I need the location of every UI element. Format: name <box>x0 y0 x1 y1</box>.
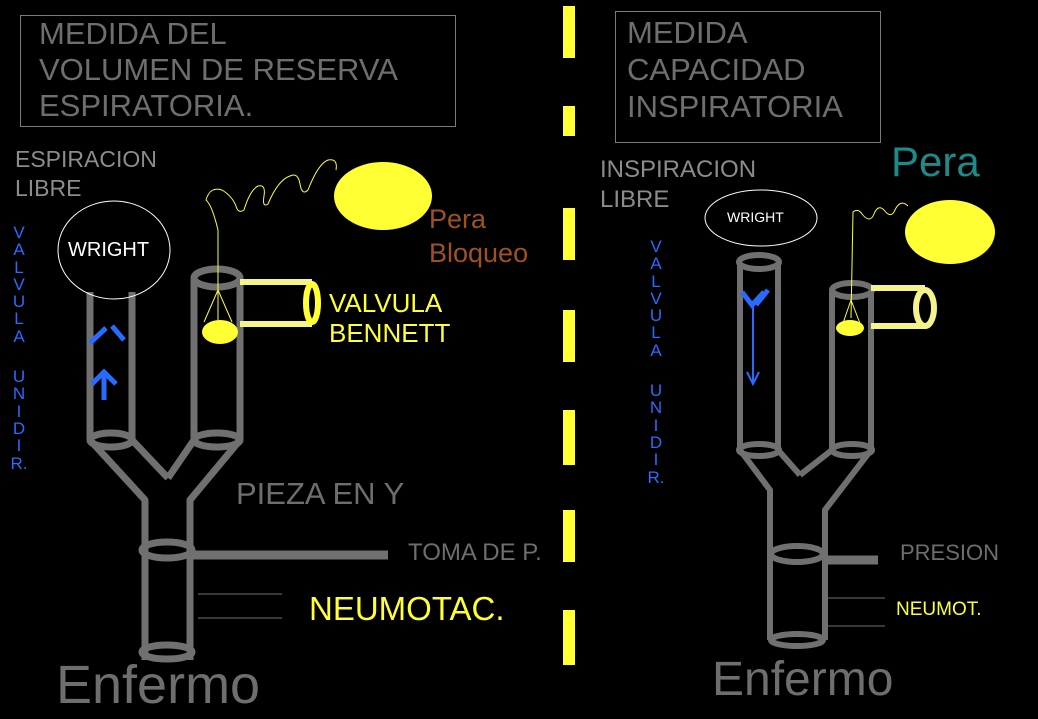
left-pera-line-2: Bloqueo <box>429 238 529 268</box>
left-vletter: R. <box>10 453 28 473</box>
right-inspiracion-line-1: INSPIRACION <box>600 156 757 183</box>
right-vletter: A <box>650 254 662 274</box>
left-vletter: L <box>14 309 24 329</box>
left-y-piece <box>86 265 244 663</box>
center-dashed-divider <box>563 6 575 665</box>
left-title-line-2: VOLUMEN DE RESERVA <box>39 52 398 87</box>
left-wright-meter-circle <box>57 200 171 300</box>
right-vletter: D <box>649 432 663 452</box>
left-title-line-1: MEDIDA DEL <box>39 16 227 51</box>
right-title-line-2: CAPACIDAD <box>627 52 806 87</box>
left-vletter: A <box>13 326 25 346</box>
right-y-piece <box>736 252 875 649</box>
right-wright-label: WRIGHT <box>727 209 784 225</box>
left-valvula-unidir-vertical: V A L V U L A U N I D I R. <box>10 224 28 472</box>
right-vletter: A <box>650 340 662 360</box>
left-espiracion-line-2: LIBRE <box>15 175 82 201</box>
left-enfermo-label: Enfermo <box>56 655 261 715</box>
left-pieza-label: PIEZA EN Y <box>236 476 405 511</box>
left-vletter: V <box>13 223 25 242</box>
left-neumotac-lines <box>198 593 282 619</box>
left-pera-bloqueo <box>202 159 432 344</box>
right-vletter: V <box>650 288 662 308</box>
left-wright-label: WRIGHT <box>68 239 150 261</box>
left-vletter: V <box>13 274 25 294</box>
right-title-line-3: INSPIRATORIA <box>627 89 843 124</box>
right-neumot-label: NEUMOT. <box>896 599 982 620</box>
right-pera <box>836 200 995 336</box>
right-vletter: I <box>653 415 659 435</box>
right-vletter: N <box>649 398 663 418</box>
right-neumot-lines <box>822 597 885 627</box>
left-toma-label: TOMA DE P. <box>408 539 542 566</box>
right-vletter: L <box>651 323 661 343</box>
left-valvula-line-2: BENNETT <box>329 318 451 348</box>
right-vletter: L <box>651 271 661 291</box>
right-presion-label: PRESION <box>900 540 1000 565</box>
right-down-arrow <box>740 288 770 387</box>
left-title-line-3: ESPIRATORIA. <box>39 88 254 123</box>
left-bennett-valve-tube <box>240 279 321 327</box>
right-vletter: V <box>650 237 662 256</box>
left-up-arrows <box>88 324 126 400</box>
left-valvula-line-1: VALVULA <box>329 288 443 318</box>
left-vletter: U <box>12 292 26 312</box>
right-wright-meter-circle <box>704 189 818 247</box>
left-vletter: I <box>16 401 22 421</box>
right-title-line-1: MEDIDA <box>627 15 748 50</box>
left-vletter: N <box>12 384 26 404</box>
left-vletter: A <box>13 240 25 260</box>
right-vletter: R. <box>647 467 665 487</box>
left-vletter: I <box>16 436 22 456</box>
left-vletter: L <box>14 257 24 277</box>
right-vletter: I <box>653 450 659 470</box>
left-neumotac-label: NEUMOTAC. <box>309 590 505 627</box>
right-enfermo-label: Enfermo <box>712 653 894 706</box>
right-pera-label: Pera <box>891 138 980 185</box>
left-title-box <box>20 15 456 127</box>
right-valvula-unidir-vertical: V A L V U L A U N I D I R. <box>647 238 665 486</box>
left-espiracion-line-1: ESPIRACION <box>15 146 157 172</box>
left-vletter: D <box>12 418 26 438</box>
right-bennett-valve-tube <box>871 285 937 329</box>
left-pera-line-1: Pera <box>429 204 487 234</box>
right-vletter: U <box>649 381 663 401</box>
right-inspiracion-line-2: LIBRE <box>600 186 670 213</box>
right-title-box <box>615 11 881 143</box>
right-vletter: U <box>649 306 663 326</box>
left-vletter: U <box>12 367 26 387</box>
